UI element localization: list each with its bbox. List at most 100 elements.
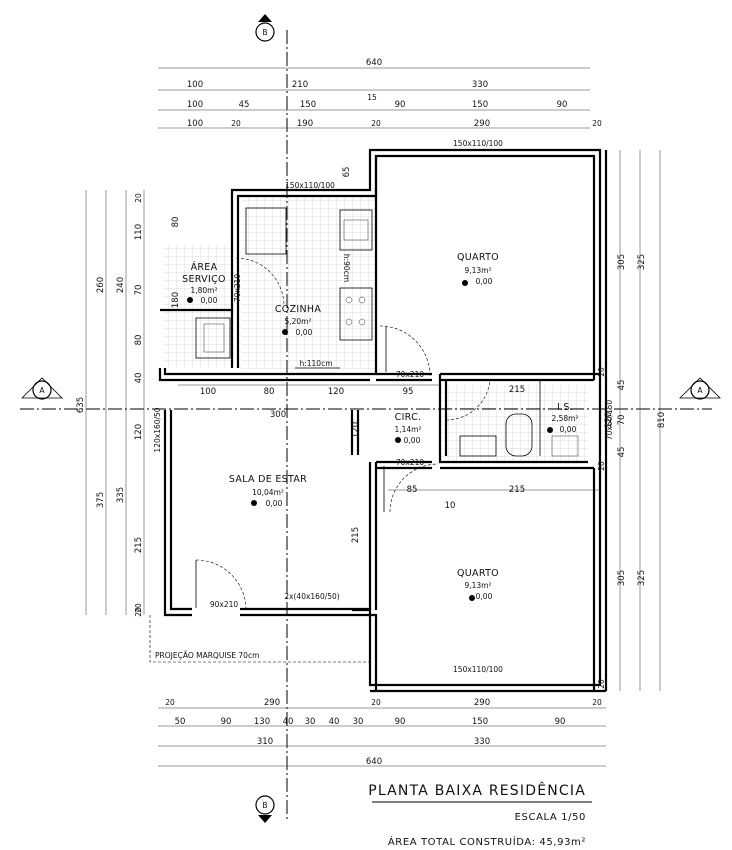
service-area-tiles [163, 245, 235, 368]
window-label-sala: 120x160/50 [153, 407, 162, 452]
dim-top-r3-f: 20 [592, 119, 602, 128]
room-area: 5,20m² [284, 317, 311, 326]
dim-top-r3-b: 20 [231, 119, 241, 128]
dim-right-total: 810 [657, 412, 667, 428]
dim-left-inner-2: 110 [134, 224, 144, 240]
room-label: ÁREA [191, 261, 218, 273]
dim-top-r3-d: 20 [371, 119, 381, 128]
dim-left-inner-3: 70 [134, 285, 144, 296]
dim-right-c1-a: 325 [637, 254, 647, 270]
dim-bot-r3-a: 310 [257, 737, 273, 747]
door-label-service: 70x210 [233, 274, 242, 303]
total-area: ÁREA TOTAL CONSTRUÍDA: 45,93m² [388, 835, 586, 848]
dim-int-95: 95 [403, 387, 414, 397]
dim-int-120: 120 [328, 387, 344, 397]
dim-top-r3-e: 290 [474, 119, 490, 129]
room-label: CIRC. [395, 412, 422, 423]
dim-left-top: 260 [96, 277, 106, 293]
fixtures [195, 207, 579, 457]
dim-bot-r2-d: 40 [283, 717, 294, 727]
dim-bot-r1-c: 20 [371, 698, 381, 707]
dim-bot-r2-j: 90 [555, 717, 566, 727]
dim-left-inner-8: 20 [134, 603, 143, 613]
dim-top-r2-a: 100 [187, 100, 203, 110]
dim-int-85: 85 [407, 485, 418, 495]
dim-int-80: 80 [264, 387, 275, 397]
bathroom-tiles [440, 385, 588, 461]
dim-right-c3-b: 120 [604, 412, 614, 428]
dim-int-215b: 215 [509, 485, 525, 495]
room-bathroom: I.S. 2,58m² 0,00 [551, 402, 578, 434]
dim-top-r1-small: 15 [367, 93, 377, 102]
dim-int-v120: 120 [351, 422, 361, 438]
dim-right-c3-a: 20 [597, 367, 606, 377]
dim-right-c2-c: 70 [617, 415, 627, 426]
dim-top-r2-c: 150 [300, 100, 316, 110]
windows [164, 149, 607, 692]
dim-int-v80: 80 [171, 217, 181, 228]
marquise-outline [149, 615, 370, 663]
marquise-label: PROJEÇÃO MARQUISE 70cm [155, 651, 259, 660]
room-area: 9,13m² [464, 581, 491, 590]
dim-bot-r2-c: 130 [254, 717, 270, 727]
room-kitchen: COZINHA 5,20m² 0,00 [275, 304, 321, 337]
dim-top-r1-b: 210 [292, 80, 308, 90]
window-label-bottom: 150x110/100 [453, 665, 503, 674]
room-area: 1,14m² [394, 425, 421, 434]
room-level: 0,00 [296, 328, 313, 337]
room-area: 9,13m² [464, 266, 491, 275]
room-label-2: SERVIÇO [182, 274, 226, 285]
door-label-sala: 90x210 [210, 600, 239, 609]
dim-bot-r2-g: 30 [353, 717, 364, 727]
section-mark-top: B [255, 14, 275, 42]
doors [195, 257, 491, 609]
dim-bot-r2-a: 50 [175, 717, 186, 727]
window-label-sala-block: 2x(40x160/50) [284, 592, 340, 601]
dim-left-inner-5: 40 [134, 373, 144, 384]
room-level: 0,00 [476, 592, 493, 601]
door-label-kitchen: 70x210 [396, 370, 425, 379]
section-letter: A [39, 386, 45, 395]
dim-left-inner-6: 120 [134, 424, 144, 440]
dim-bot-total: 640 [366, 757, 382, 767]
dim-left-inner-4: 80 [134, 335, 144, 346]
dim-left-inner-7: 215 [134, 537, 144, 553]
section-mark-right: A [679, 377, 721, 400]
dim-top-r2-b: 45 [239, 100, 250, 110]
room-level: 0,00 [476, 277, 493, 286]
dim-bot-r1-a: 20 [165, 698, 175, 707]
walls [158, 148, 608, 693]
dim-bot-r2-h: 90 [395, 717, 406, 727]
dim-right-c1-b: 325 [637, 570, 647, 586]
dim-bot-r3-b: 330 [474, 737, 490, 747]
window-label-kitchen: 150x110/100 [285, 181, 335, 190]
room-living: SALA DE ESTAR 10,04m² 0,00 [229, 474, 307, 508]
window-label-top: 150x110/100 [453, 139, 503, 148]
room-level: 0,00 [560, 425, 577, 434]
dim-bot-r1-e: 20 [592, 698, 602, 707]
dim-int-215: 215 [509, 385, 525, 395]
room-bedroom-1: QUARTO 9,13m² 0,00 [457, 252, 499, 286]
door-label-circ: 70x210 [396, 458, 425, 467]
room-level: 0,00 [404, 436, 421, 445]
room-level: 0,00 [266, 499, 283, 508]
room-label: I.S. [557, 402, 573, 413]
room-circulation: CIRC. 1,14m² 0,00 [394, 412, 421, 445]
dim-top-r1-a: 100 [187, 80, 203, 90]
dim-int-10: 10 [445, 501, 456, 511]
upper-cabinet-height: h:90cm [342, 254, 351, 282]
room-service-area: ÁREA SERVIÇO 1,80m² 0,00 [182, 261, 226, 305]
door-label-is: 70x60/150 [605, 400, 614, 441]
section-letter: A [697, 386, 703, 395]
dim-bot-r2-i: 150 [472, 717, 488, 727]
dim-top-r3-c: 190 [297, 119, 313, 129]
dim-int-v180: 180 [171, 292, 181, 308]
section-mark-bottom: B [255, 795, 275, 823]
dim-bot-r2-e: 30 [305, 717, 316, 727]
dim-right-c3-c: 20 [597, 461, 606, 471]
room-label: QUARTO [457, 252, 499, 263]
counter-height: h:110cm [299, 359, 332, 368]
dim-bot-r2-b: 90 [221, 717, 232, 727]
dim-int-100: 100 [200, 387, 216, 397]
section-letter: B [262, 801, 267, 810]
